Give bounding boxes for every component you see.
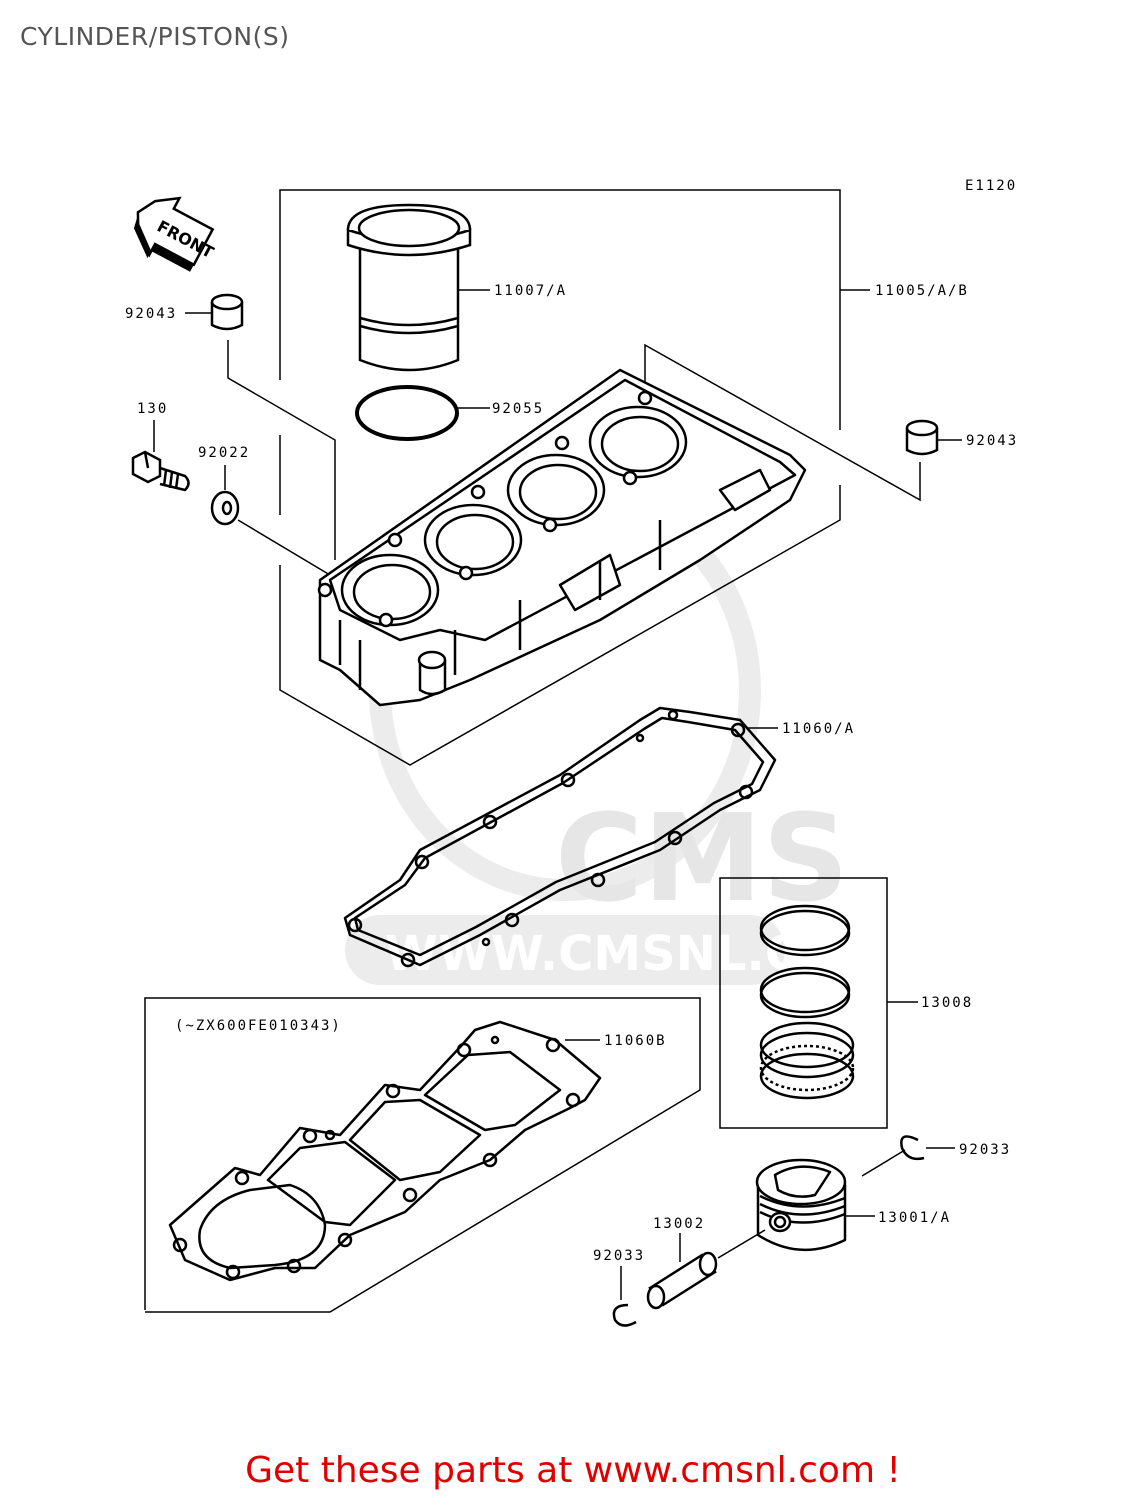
piston-rings-box xyxy=(719,877,888,1129)
dowel-pin-left xyxy=(210,293,244,331)
part-label-92055[interactable]: 92055 xyxy=(492,401,544,417)
part-label-11007[interactable]: 11007/A xyxy=(494,283,567,299)
piston xyxy=(755,1158,847,1252)
part-label-92043-right[interactable]: 92043 xyxy=(966,433,1018,449)
head-gasket-a xyxy=(343,706,777,968)
bolt-icon xyxy=(131,450,190,492)
cylinder-assembly-bracket xyxy=(279,189,870,766)
part-label-11060b[interactable]: 11060B xyxy=(604,1033,667,1049)
part-label-11060a[interactable]: 11060/A xyxy=(782,721,855,737)
piston-rings xyxy=(759,904,855,1100)
footer-cta-link[interactable]: Get these parts at www.cmsnl.com ! xyxy=(245,1450,901,1491)
variant-box xyxy=(144,997,701,1313)
circlip-right xyxy=(900,1135,925,1161)
part-label-130[interactable]: 130 xyxy=(137,401,168,417)
part-label-13008[interactable]: 13008 xyxy=(921,995,973,1011)
diagram-code: E1120 xyxy=(965,178,1017,194)
o-ring xyxy=(355,385,459,441)
part-label-92022[interactable]: 92022 xyxy=(198,445,250,461)
head-gasket-b xyxy=(168,1020,602,1282)
washer-icon xyxy=(210,490,240,526)
part-label-13002[interactable]: 13002 xyxy=(653,1216,705,1232)
front-arrow-icon: FRONT xyxy=(133,196,217,272)
part-label-92043-left[interactable]: 92043 xyxy=(125,306,177,322)
part-label-92033-right[interactable]: 92033 xyxy=(959,1142,1011,1158)
circlip-left xyxy=(612,1303,637,1327)
variant-note: (~ZX600FE010343) xyxy=(175,1018,342,1034)
page-title: CYLINDER/PISTON(S) xyxy=(20,22,290,51)
cylinder-sleeve xyxy=(346,203,472,372)
cylinder-block xyxy=(317,368,807,707)
part-label-92033-left[interactable]: 92033 xyxy=(593,1248,645,1264)
dowel-pin-right xyxy=(905,419,939,456)
piston-pin xyxy=(646,1251,718,1310)
part-label-11005[interactable]: 11005/A/B xyxy=(875,283,969,299)
part-label-13001[interactable]: 13001/A xyxy=(878,1210,951,1226)
parts-diagram: CMS WWW.CMSNL.COM E1120 FRONT xyxy=(125,178,1018,1327)
